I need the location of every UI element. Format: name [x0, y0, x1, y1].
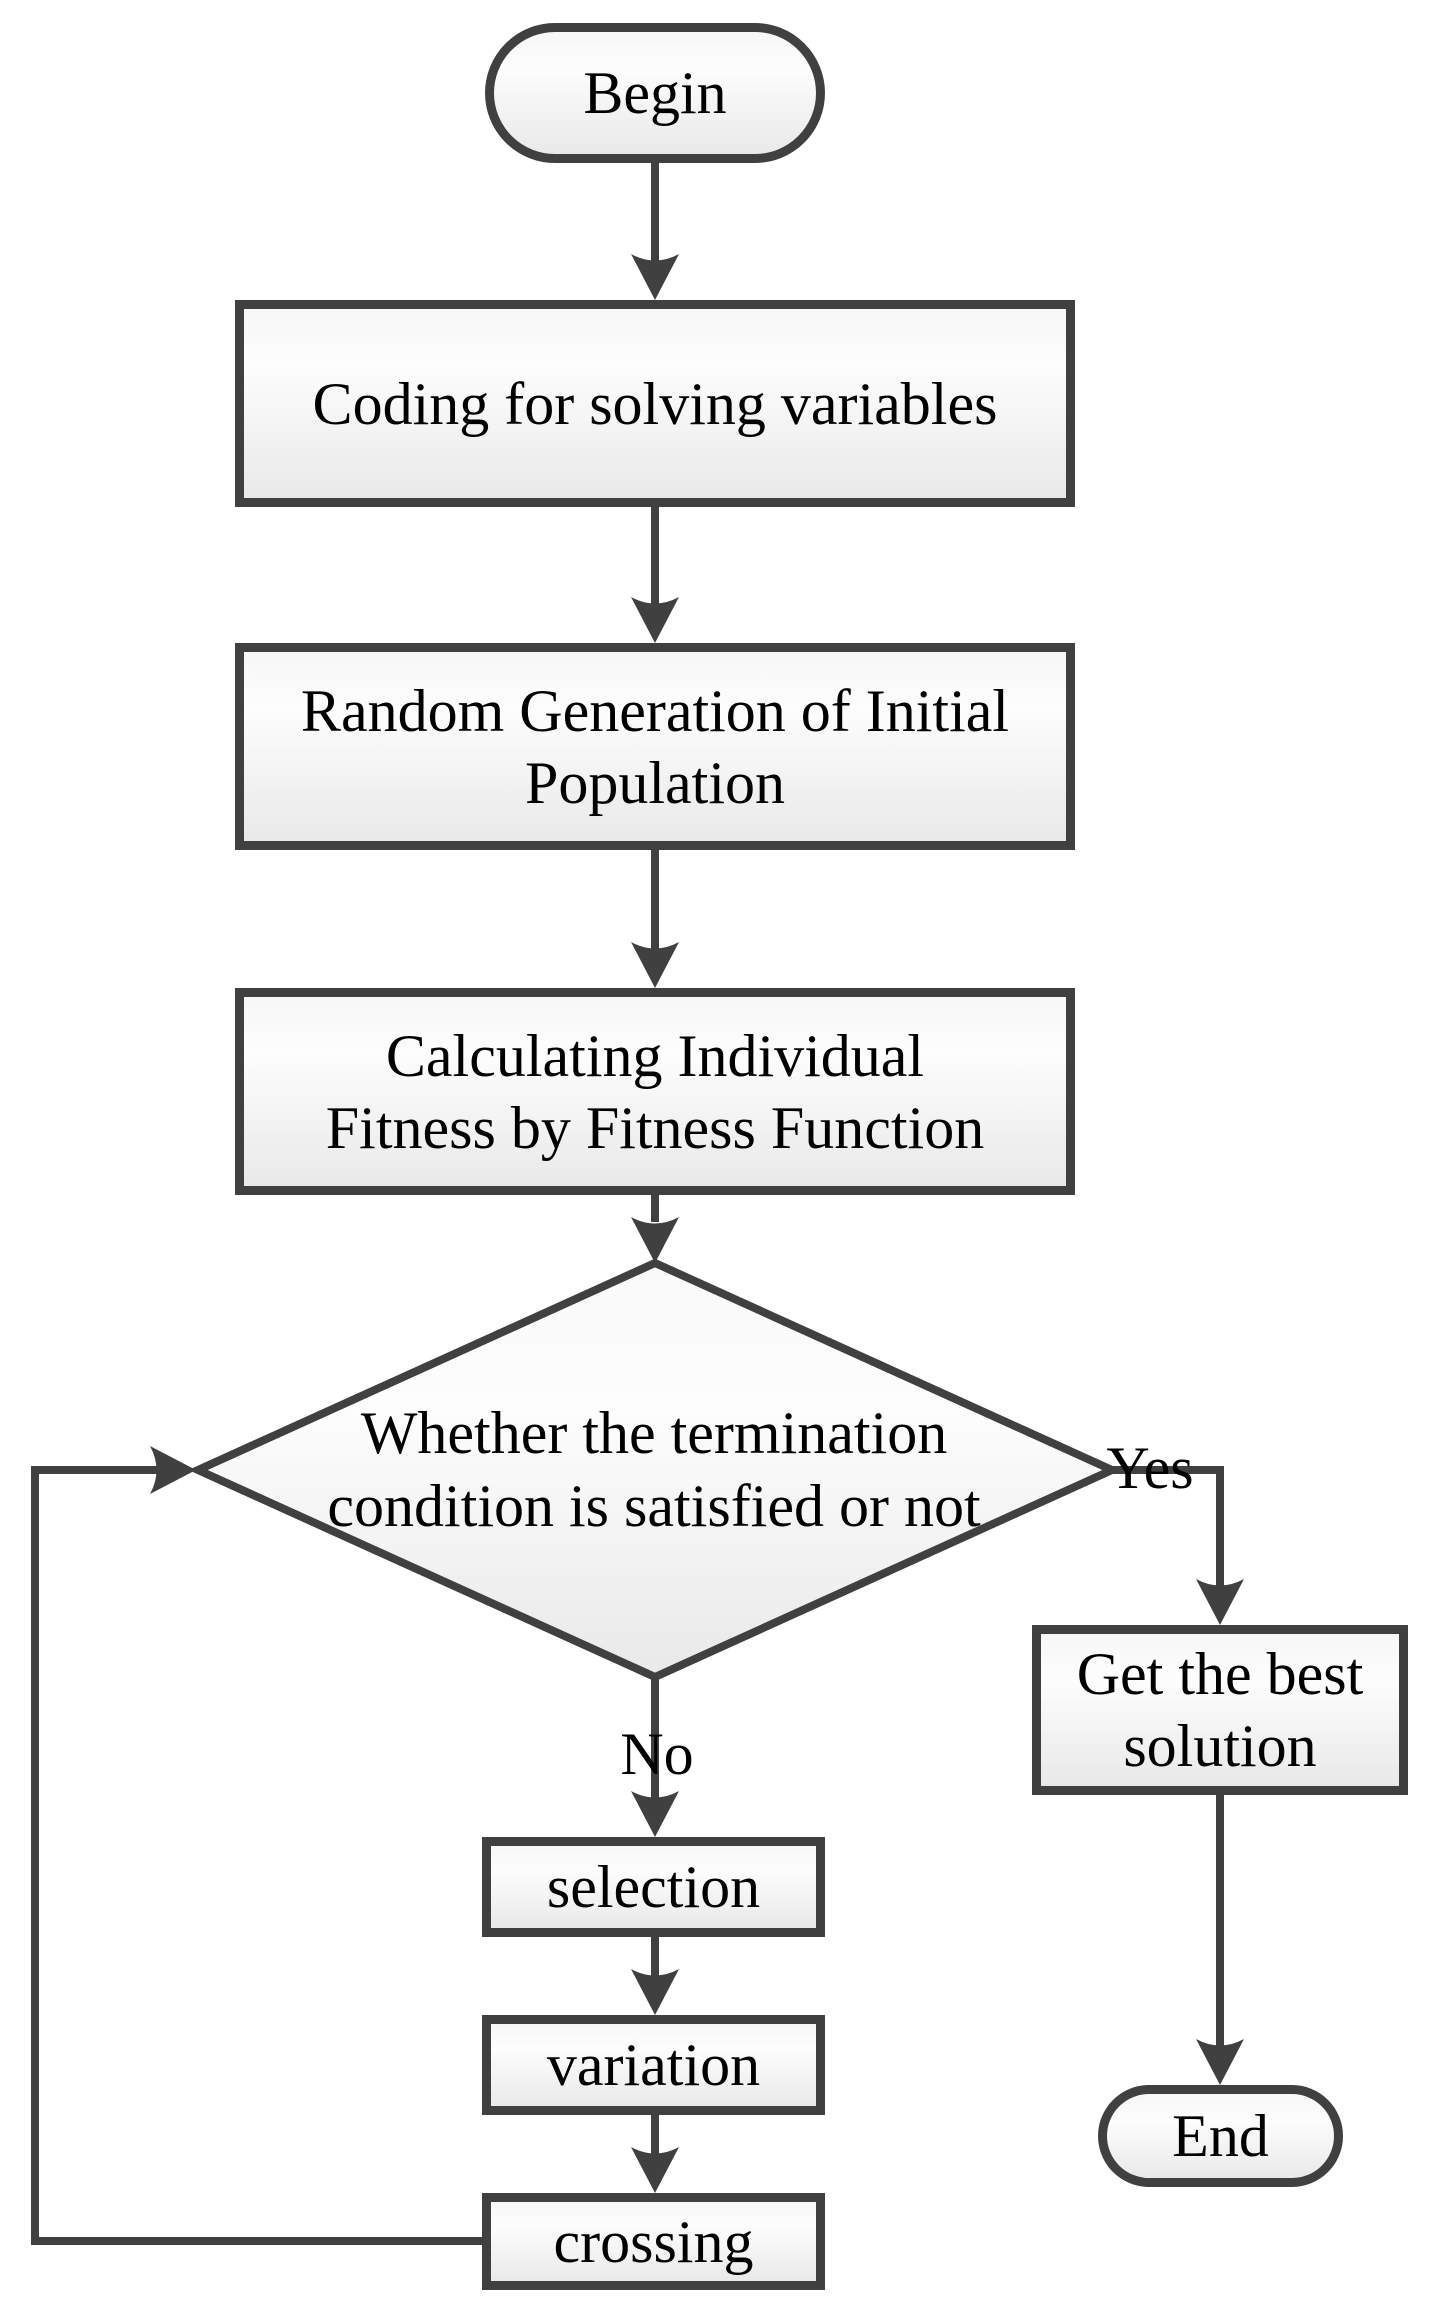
node-label: Random Generation of Initial: [300, 677, 1010, 744]
terminator-begin: Begin: [485, 23, 825, 163]
edge-decision-best: [1112, 1466, 1244, 1625]
edge-decision-selection: [631, 1677, 679, 1837]
edge-label-yes: Yes: [1106, 1435, 1194, 1501]
arrowhead-down-icon: [631, 597, 679, 643]
node-label: variation: [546, 2032, 761, 2098]
decision-termination-condition: Whether the termination condition is sat…: [254, 1390, 1054, 1550]
process-variation: variation: [482, 2015, 825, 2115]
node-label: solution: [1123, 1713, 1317, 1779]
node-label: condition is satisfied or not: [327, 1473, 981, 1539]
node-label: Population: [524, 749, 785, 816]
process-coding-for-solving-variables: Coding for solving variables: [235, 300, 1075, 507]
arrowhead-down-icon: [1196, 2039, 1244, 2085]
arrowhead-down-icon: [631, 254, 679, 300]
terminator-end: End: [1098, 2085, 1343, 2187]
process-crossing: crossing: [482, 2193, 825, 2290]
arrowhead-down-icon: [631, 1791, 679, 1837]
arrowhead-down-icon: [1196, 1579, 1244, 1625]
node-label: selection: [546, 1854, 761, 1920]
arrowhead-right-icon: [150, 1446, 196, 1494]
edge-fitness-decision: [631, 1195, 679, 1263]
arrowhead-down-icon: [631, 1217, 679, 1263]
arrowhead-down-icon: [631, 942, 679, 988]
node-label: Begin: [583, 60, 727, 126]
edge-random-fitness: [631, 850, 679, 988]
node-label: Get the best: [1076, 1641, 1364, 1707]
process-selection: selection: [482, 1837, 825, 1937]
arrowhead-down-icon: [631, 2147, 679, 2193]
edge-variation-crossing: [631, 2115, 679, 2193]
arrowhead-down-icon: [631, 1969, 679, 2015]
node-label: Fitness by Fitness Function: [325, 1094, 985, 1161]
node-label: Calculating Individual: [385, 1022, 925, 1089]
node-label: crossing: [553, 2208, 754, 2275]
node-label: Coding for solving variables: [312, 370, 998, 437]
node-label: Whether the termination: [360, 1399, 948, 1466]
edge-crossing-decision-loop: [31, 1446, 482, 2245]
edge-begin-coding: [631, 163, 679, 300]
process-get-the-best-solution: Get the best solution: [1032, 1625, 1408, 1795]
process-calculating-individual-fitness: Calculating Individual Fitness by Fitnes…: [235, 988, 1075, 1195]
edge-best-end: [1196, 1795, 1244, 2085]
edge-selection-variation: [631, 1937, 679, 2015]
edge-coding-random: [631, 507, 679, 643]
node-label: End: [1172, 2103, 1269, 2169]
edge-label-no: No: [620, 1721, 694, 1787]
process-random-generation-of-initial-population: Random Generation of Initial Population: [235, 643, 1075, 850]
